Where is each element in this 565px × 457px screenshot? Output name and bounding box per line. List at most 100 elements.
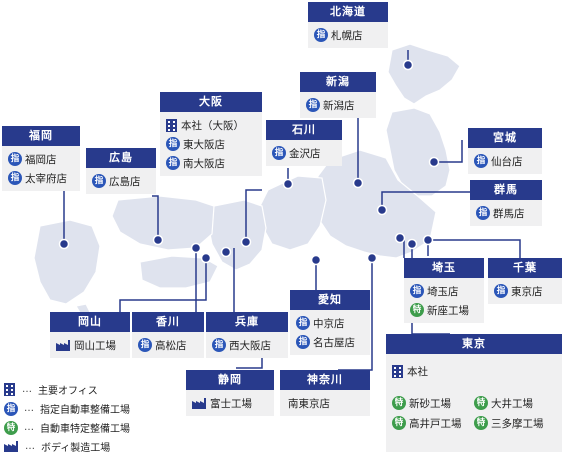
toku-badge-icon: 特	[392, 396, 406, 410]
shitei-badge-icon: 指	[4, 401, 18, 416]
marker-nishi-osaka	[220, 246, 232, 258]
region-title: 新潟	[300, 72, 376, 92]
region-box-ishikawa: 石川 指金沢店	[266, 120, 342, 166]
location-label: 太宰府店	[25, 172, 67, 185]
location-label: 本社（大阪）	[181, 119, 244, 132]
legend-label: ボディ製造工場	[41, 443, 111, 454]
region-box-fukuoka: 福岡 指福岡店指太宰府店	[2, 126, 80, 191]
list-item: 指東京店	[488, 282, 562, 300]
region-title: 兵庫	[206, 312, 288, 332]
region-box-kanagawa: 神奈川 南東京店	[280, 370, 370, 416]
toku-badge-icon: 特	[410, 303, 424, 317]
location-label: 南大阪店	[183, 157, 225, 170]
marker-aichi	[310, 254, 322, 266]
marker-osaka	[240, 236, 252, 248]
marker-saitama	[394, 232, 406, 244]
region-title: 大阪	[160, 92, 262, 112]
location-label: 西大阪店	[229, 339, 271, 352]
region-title: 宮城	[468, 128, 542, 148]
list-item: 指新潟店	[300, 96, 376, 114]
marker-tokyo	[406, 238, 418, 250]
location-label: 南東京店	[288, 397, 330, 410]
list-item: 南東京店	[280, 394, 370, 412]
marker-chiba	[422, 234, 434, 246]
shitei-badge-icon: 指	[166, 156, 180, 170]
region-box-tokyo: 東京 本社特新砂工場特大井工場特高井戸工場特三多摩工場	[386, 334, 562, 452]
shitei-badge-icon: 指	[166, 137, 180, 151]
region-items: 指福岡店指太宰府店	[2, 146, 80, 191]
region-items: 岡山工場	[50, 332, 130, 358]
toku-badge-icon: 特	[474, 396, 488, 410]
office-building-icon	[4, 383, 15, 396]
shitei-badge-icon: 指	[8, 171, 22, 185]
region-box-aichi: 愛知 指中京店指名古屋店	[290, 290, 370, 355]
location-label: 新座工場	[427, 304, 469, 317]
location-label: 中京店	[313, 317, 345, 330]
region-items: 指中京店指名古屋店	[290, 310, 370, 355]
location-markers	[58, 59, 440, 266]
region-title: 千葉	[488, 258, 562, 278]
shitei-badge-icon: 指	[474, 154, 488, 168]
region-title: 群馬	[470, 180, 542, 200]
location-label: 富士工場	[210, 397, 252, 410]
toku-badge-icon: 特	[474, 416, 488, 430]
shitei-badge-icon: 指	[8, 152, 22, 166]
location-label: 札幌店	[331, 29, 363, 42]
region-box-hyogo: 兵庫 指西大阪店	[206, 312, 288, 358]
shitei-badge-icon: 指	[92, 174, 106, 188]
list-item: 指名古屋店	[290, 333, 370, 351]
region-items: 指新潟店	[300, 92, 376, 118]
list-item: 指埼玉店	[404, 282, 484, 300]
list-item: 指札幌店	[308, 26, 388, 44]
factory-icon	[56, 339, 70, 351]
location-label: 東京店	[511, 285, 543, 298]
legend-separator: …	[25, 441, 35, 452]
region-items: 指仙台店	[468, 148, 542, 174]
legend-item-factory: … ボディ製造工場	[4, 437, 130, 456]
location-label: 東大阪店	[183, 138, 225, 151]
location-label: 新潟店	[323, 99, 355, 112]
legend-separator: …	[24, 403, 34, 414]
region-title: 香川	[132, 312, 204, 332]
region-box-saitama: 埼玉 指埼玉店特新座工場	[404, 258, 484, 323]
list-item: 指東大阪店	[160, 135, 262, 153]
shitei-badge-icon: 指	[306, 98, 320, 112]
region-title: 静岡	[186, 370, 274, 390]
list-item: 特高井戸工場	[386, 414, 468, 432]
shitei-badge-icon: 指	[296, 316, 310, 330]
location-label: 岡山工場	[74, 339, 116, 352]
factory-icon	[192, 397, 206, 409]
shitei-badge-icon: 指	[410, 284, 424, 298]
region-items: 指高松店	[132, 332, 204, 358]
location-label: 大井工場	[491, 397, 533, 410]
region-box-shizuoka: 静岡 富士工場	[186, 370, 274, 416]
region-items: 指東京店	[488, 278, 562, 304]
shitei-badge-icon: 指	[494, 284, 508, 298]
legend-separator: …	[22, 384, 32, 395]
region-box-hiroshima: 広島 指広島店	[86, 148, 156, 194]
toku-badge-icon: 特	[392, 416, 406, 430]
list-item: 指群馬店	[470, 204, 542, 222]
marker-hiroshima	[152, 234, 164, 246]
region-items: 指金沢店	[266, 140, 342, 166]
legend-label: 主要オフィス	[38, 386, 98, 397]
shitei-badge-icon: 指	[212, 338, 226, 352]
region-box-kagawa: 香川 指高松店	[132, 312, 204, 358]
marker-okayama	[200, 252, 212, 264]
list-item: 指高松店	[132, 336, 204, 354]
shitei-badge-icon: 指	[314, 28, 328, 42]
marker-sendai	[428, 156, 440, 168]
legend-separator: …	[24, 422, 34, 433]
list-item: 指仙台店	[468, 152, 542, 170]
location-label: 高松店	[155, 339, 187, 352]
location-label: 新砂工場	[409, 397, 451, 410]
legend-item-office: … 主要オフィス	[4, 380, 130, 399]
legend-item-toku: 特 … 自動車特定整備工場	[4, 418, 130, 437]
region-title: 岡山	[50, 312, 130, 332]
list-item: 本社（大阪）	[160, 116, 262, 134]
office-building-icon	[166, 118, 177, 132]
marker-niigata	[352, 177, 364, 189]
region-items: 指埼玉店特新座工場	[404, 278, 484, 323]
location-label: 本社	[407, 365, 428, 378]
